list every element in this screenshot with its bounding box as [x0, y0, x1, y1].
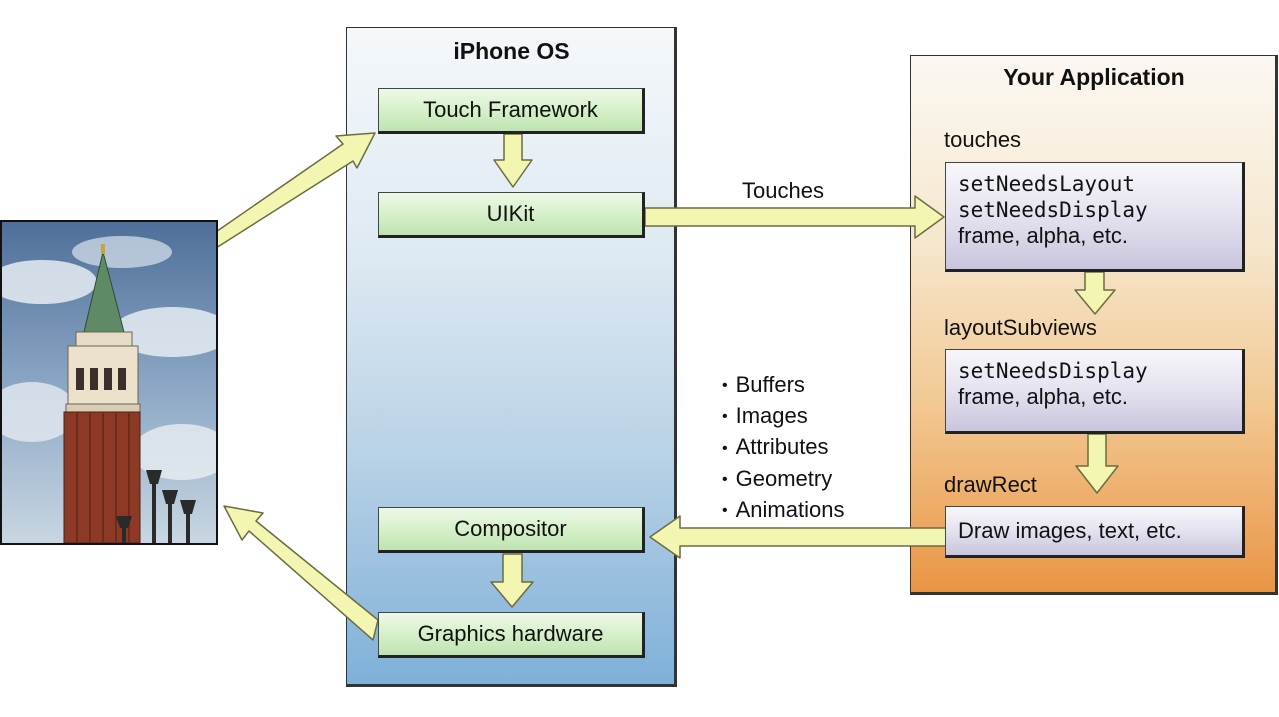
- iphone-os-title: iPhone OS: [453, 38, 570, 64]
- touches-line-frame-alpha: frame, alpha, etc.: [958, 223, 1128, 248]
- your-application-panel: [910, 55, 1278, 595]
- touches-line-set-needs-display: setNeedsDisplay: [958, 198, 1148, 222]
- bullet-geometry: Geometry: [722, 464, 844, 495]
- layout-subviews-box: setNeedsDisplay frame, alpha, etc.: [945, 349, 1245, 434]
- uikit-box: UIKit: [378, 192, 645, 238]
- touch-framework-box: Touch Framework: [378, 88, 645, 134]
- touches-line-set-needs-layout: setNeedsLayout: [958, 172, 1136, 196]
- arrow-draw-to-compositor: [649, 515, 948, 559]
- your-application-title: Your Application: [1003, 64, 1185, 90]
- draw-rect-box: Draw images, text, etc.: [945, 506, 1245, 558]
- compositor-inputs-list: Buffers Images Attributes Geometry Anima…: [722, 370, 845, 526]
- layout-subviews-label: layoutSubviews: [944, 315, 1097, 340]
- bullet-images: Images: [722, 401, 844, 432]
- arrow-touchfw-to-uikit: [493, 133, 533, 188]
- arrow-compositor-to-graphics: [490, 553, 534, 608]
- compositor-box: Compositor: [378, 507, 645, 553]
- bullet-animations: Animations: [722, 495, 845, 526]
- arrow-touches-to-layout: [1074, 271, 1116, 315]
- arrow-photo-to-touch-framework: [209, 132, 376, 249]
- arrow-layout-to-draw: [1075, 433, 1119, 494]
- tower-image: [2, 222, 216, 543]
- graphics-hardware-box: Graphics hardware: [378, 612, 645, 658]
- draw-rect-line: Draw images, text, etc.: [958, 518, 1182, 543]
- bullet-attributes: Attributes: [722, 432, 844, 463]
- bullet-buffers: Buffers: [722, 370, 844, 401]
- arrow-graphics-to-photo: [223, 505, 379, 641]
- touches-method-label: touches: [944, 127, 1022, 152]
- layout-line-frame-alpha: frame, alpha, etc.: [958, 384, 1128, 409]
- layout-line-set-needs-display: setNeedsDisplay: [958, 359, 1148, 383]
- touches-arrow-label: Touches: [742, 178, 824, 203]
- draw-rect-label: drawRect: [944, 472, 1037, 497]
- arrow-uikit-to-app: [644, 195, 945, 239]
- campanile-tower-photo: [0, 220, 218, 545]
- touches-box: setNeedsLayout setNeedsDisplay frame, al…: [945, 162, 1245, 272]
